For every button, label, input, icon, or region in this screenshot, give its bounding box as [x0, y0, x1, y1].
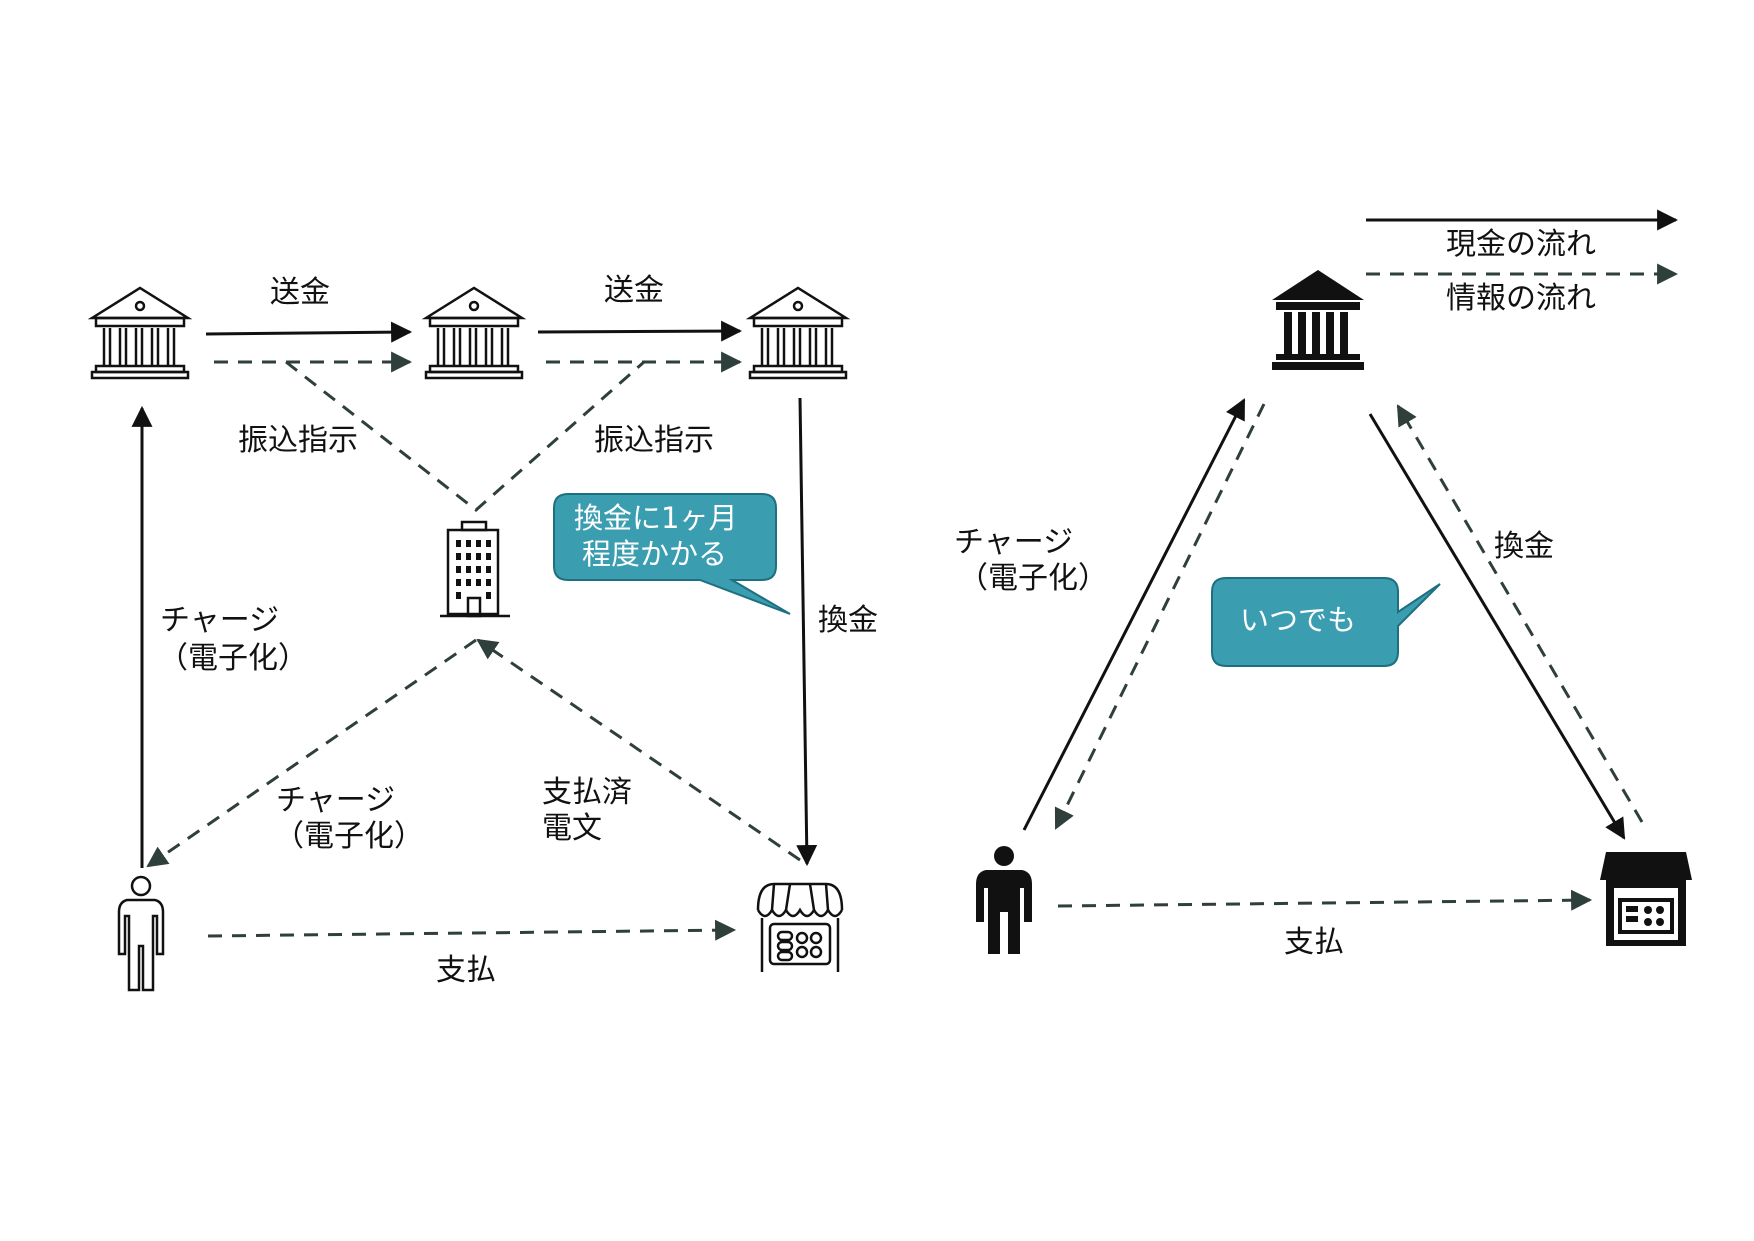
label-charge-right-line2: （電子化） — [958, 561, 1108, 596]
label-remit-1: 送金 — [270, 275, 330, 310]
arrow-payment-right — [1057, 889, 1593, 911]
left-diagram: 送金 送金 振込指示 振込指示 チャージ （電子化） チャージ （電子化） 支払… — [90, 273, 878, 992]
bubble-line1: 換金に1ヶ月 — [574, 501, 737, 535]
bank-icon-customer — [90, 286, 190, 380]
label-charge-line1: チャージ — [160, 603, 279, 638]
label-payment-left: 支払 — [436, 953, 496, 988]
bubble-anytime-text: いつでも — [1240, 603, 1356, 637]
arrow-payment-left — [207, 919, 737, 941]
shop-icon-merchant — [756, 882, 844, 974]
arrow-paid-message — [476, 638, 801, 862]
person-icon-customer — [117, 875, 165, 992]
arrow-exchange-info-right — [1396, 404, 1644, 823]
arrow-charge-cash-right — [1022, 398, 1246, 831]
bank-icon-solid — [1272, 270, 1364, 370]
legend-info-flow: 情報の流れ — [1446, 281, 1596, 316]
bank-icon-merchant — [748, 286, 848, 380]
label-paid-line2: 電文 — [542, 811, 602, 846]
line-transfer-instruction — [285, 360, 645, 512]
label-charge2-line1: チャージ — [276, 783, 395, 818]
bank-icon-middle — [424, 286, 524, 380]
bubble-anytime: いつでも — [1211, 577, 1441, 667]
label-transfer-1: 振込指示 — [238, 423, 358, 458]
legend: 現金の流れ 情報の流れ — [1366, 209, 1679, 316]
bubble-line2: 程度かかる — [582, 537, 727, 571]
arrow-remit-1 — [205, 321, 413, 343]
label-payment-right: 支払 — [1284, 925, 1344, 960]
label-charge-line2: （電子化） — [158, 641, 308, 676]
label-charge-right-line1: チャージ — [954, 525, 1073, 560]
arrow-charge-info-right — [1054, 403, 1266, 830]
label-remit-2: 送金 — [604, 273, 664, 308]
arrow-remit-2 — [537, 320, 743, 342]
label-exchange-right: 換金 — [1494, 529, 1554, 564]
label-charge2-line2: （電子化） — [274, 819, 424, 854]
shop-icon-solid — [1600, 852, 1692, 946]
person-icon-solid — [976, 846, 1032, 954]
label-exchange-left: 換金 — [818, 603, 878, 638]
arrow-exchange-cash-right — [1368, 413, 1626, 840]
right-diagram: 現金の流れ 情報の流れ チャージ （電子化） 換金 支払 いつでも — [954, 209, 1692, 960]
label-paid-line1: 支払済 — [542, 775, 632, 810]
legend-cash-flow: 現金の流れ — [1446, 227, 1596, 262]
office-building-icon — [438, 520, 512, 618]
arrow-exchange-cash — [796, 397, 818, 867]
bubble-exchange-delay: 換金に1ヶ月 程度かかる — [553, 493, 791, 615]
arrow-charge-info — [146, 638, 477, 868]
label-transfer-2: 振込指示 — [594, 423, 714, 458]
